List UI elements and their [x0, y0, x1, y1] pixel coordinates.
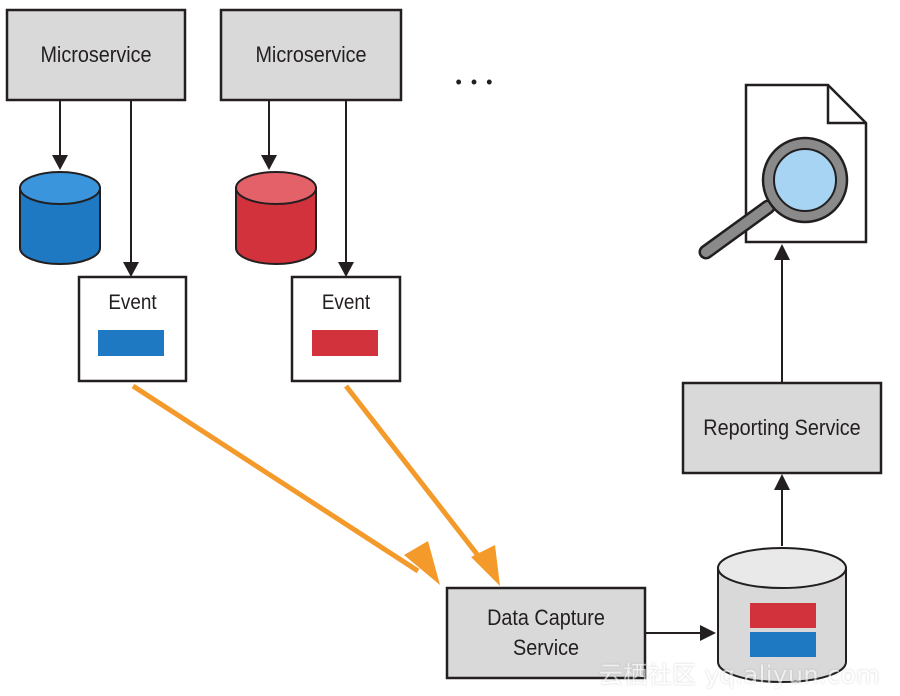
store-color-bar-blue: [750, 632, 816, 657]
arrow-ms1-to-event: [123, 100, 139, 277]
data-capture-service-box: [445, 586, 647, 680]
ellipsis: • • •: [455, 71, 495, 92]
magnifier-icon: [698, 136, 849, 260]
event-label-1: Event: [108, 290, 157, 314]
microservice-label-2: Microservice: [255, 42, 367, 68]
flow-arrow-event2-to-capture: [344, 384, 500, 586]
event-box-2: [290, 275, 402, 383]
arrow-capture-to-store: [645, 625, 716, 641]
flow-arrow-event1-to-capture: [131, 383, 440, 585]
arrow-ms2-to-event: [338, 100, 354, 277]
event-box-1: [77, 275, 188, 383]
microservice-box-2: [219, 8, 403, 102]
database-icon-gray: [717, 547, 847, 683]
data-capture-service-line1: Data Capture: [487, 605, 605, 631]
event-color-bar-red: [312, 330, 378, 356]
arrow-ms1-to-db: [52, 100, 68, 170]
event-label-2: Event: [321, 290, 371, 314]
microservice-label-1: Microservice: [40, 42, 152, 68]
data-capture-service-label: Data Capture Service: [457, 588, 635, 678]
arrow-reporting-to-report: [774, 244, 790, 383]
arrow-store-to-reporting: [774, 474, 790, 546]
database-icon-red: [235, 171, 317, 265]
data-capture-service-line2: Service: [512, 635, 580, 660]
arrow-ms2-to-db: [261, 100, 277, 170]
microservice-box-1: [5, 8, 187, 102]
database-icon-blue: [19, 171, 101, 265]
event-color-bar-blue: [98, 330, 164, 356]
store-color-bar-red: [750, 603, 816, 628]
watermark: 云栖社区 yq.aliyun.com: [598, 661, 880, 689]
reporting-service-label: Reporting Service: [703, 415, 861, 441]
